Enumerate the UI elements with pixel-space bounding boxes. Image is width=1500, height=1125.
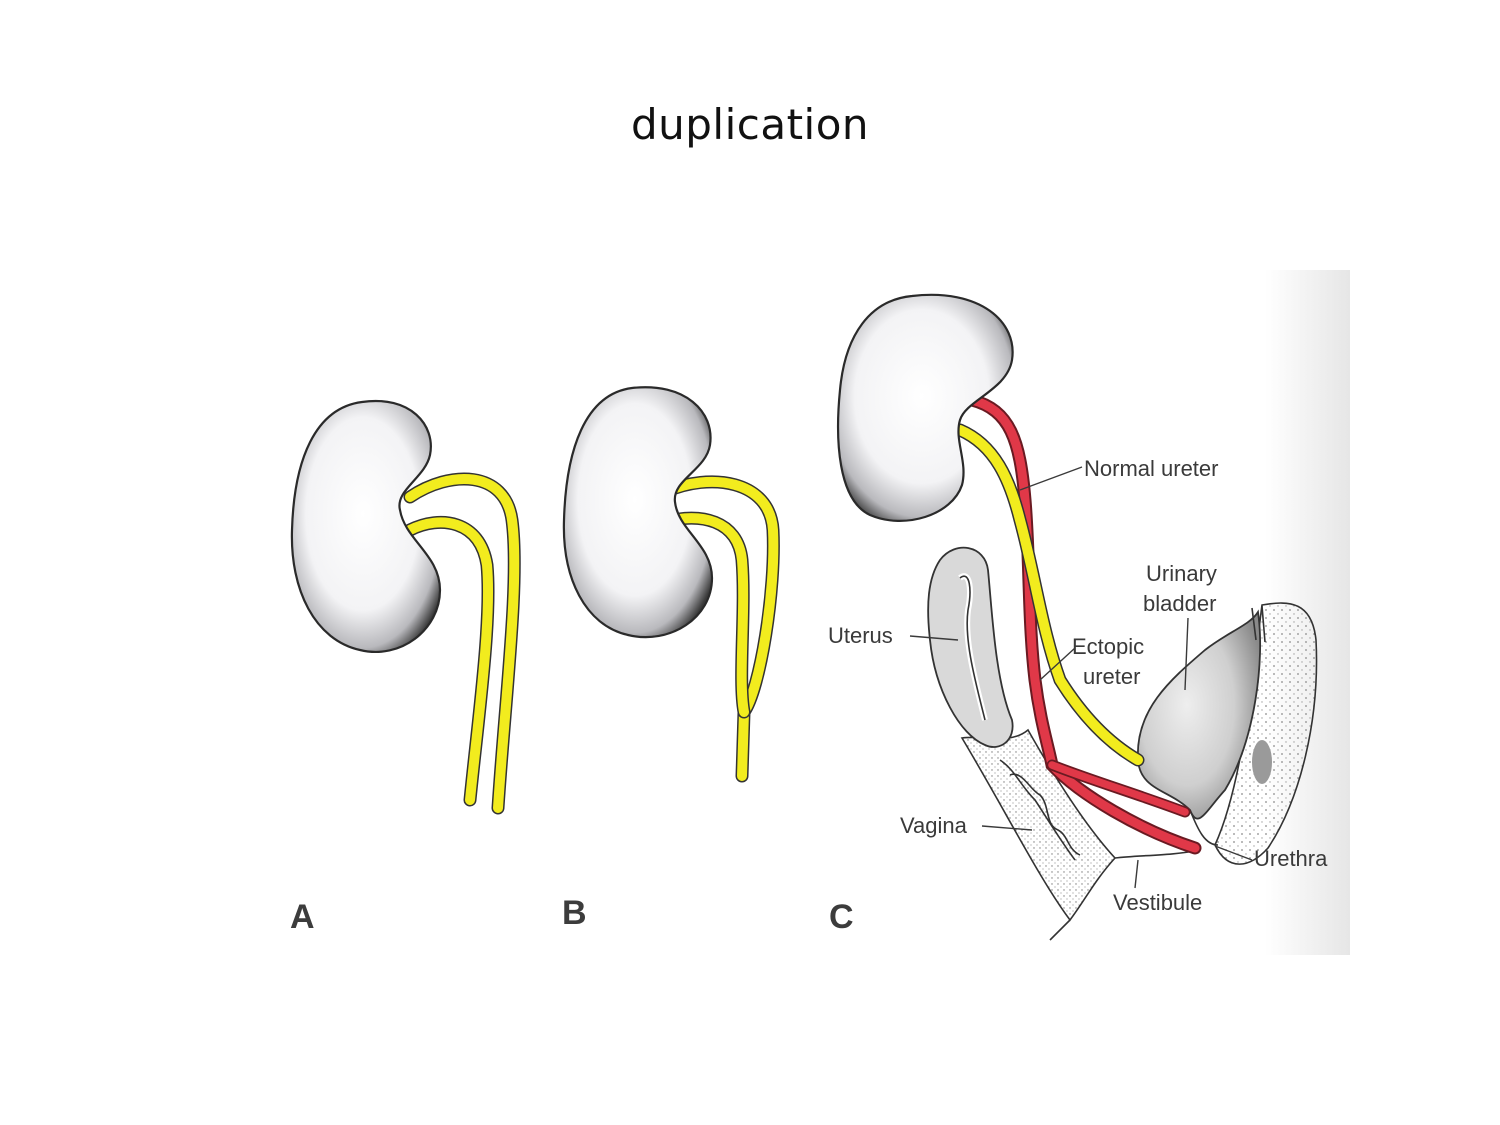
panel-c-kidney [836, 293, 1014, 522]
leader-vagina [981, 825, 1033, 831]
panel-a-kidney [290, 399, 442, 653]
leader-uterus [909, 635, 959, 641]
urinary-bladder [1137, 609, 1262, 820]
label-uterus: Uterus [828, 623, 893, 648]
leader-urethra [1214, 845, 1253, 861]
vagina [960, 728, 1117, 922]
label-ectopic-ureter-2: ureter [1083, 664, 1140, 689]
label-vagina: Vagina [900, 813, 968, 838]
label-urethra: Urethra [1254, 846, 1328, 871]
leader-ectopic-ureter [1039, 647, 1076, 681]
panel-b: B [562, 386, 780, 932]
leader-vestibule [1134, 859, 1139, 889]
panel-c-letter: C [829, 898, 854, 936]
panel-a: A [290, 399, 521, 936]
panel-a-letter: A [290, 898, 315, 936]
urethra-tube [1189, 809, 1219, 846]
panel-b-kidney [562, 386, 714, 639]
leader-urinary-bladder [1184, 617, 1189, 691]
label-ectopic-ureter-1: Ectopic [1072, 634, 1144, 659]
label-urinary-bladder-2: bladder [1143, 591, 1216, 616]
label-urinary-bladder-1: Urinary [1146, 561, 1217, 586]
label-normal-ureter: Normal ureter [1084, 456, 1218, 481]
body-wall-mark [1252, 740, 1272, 784]
panel-b-letter: B [562, 894, 587, 932]
leader-normal-ureter [1019, 466, 1083, 491]
panel-c: Normal ureter Urinary bladder Uterus Ect… [828, 293, 1328, 941]
slide-title: duplication [630, 100, 870, 149]
label-vestibule: Vestibule [1113, 890, 1202, 915]
